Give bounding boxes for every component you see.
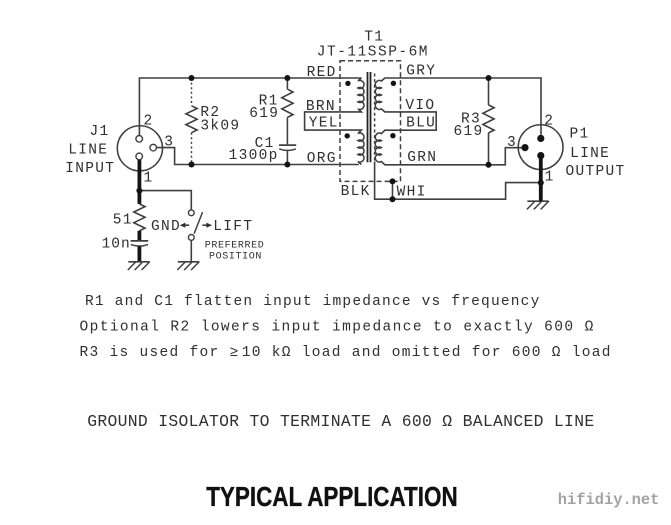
svg-text:ORG: ORG	[307, 151, 337, 167]
svg-text:J1: J1	[90, 124, 110, 140]
svg-text:P1: P1	[570, 127, 590, 143]
svg-text:GRN: GRN	[407, 150, 437, 166]
svg-text:R2: R2	[200, 105, 220, 121]
svg-text:Optional R2 lowers input imped: Optional R2 lowers input impedance to ex…	[80, 319, 595, 335]
svg-text:R1 and C1 flatten input impeda: R1 and C1 flatten input impedance vs fre…	[85, 294, 540, 310]
svg-text:C1: C1	[255, 136, 275, 152]
svg-text:INPUT: INPUT	[65, 161, 115, 177]
svg-text:LIFT: LIFT	[213, 219, 253, 235]
svg-text:LINE: LINE	[68, 143, 108, 159]
svg-text:BLK: BLK	[341, 184, 371, 200]
svg-text:hifidiy.net: hifidiy.net	[558, 491, 660, 509]
svg-text:LINE: LINE	[570, 146, 610, 162]
svg-text:YEL: YEL	[309, 115, 339, 131]
svg-text:619: 619	[249, 106, 279, 122]
svg-text:10n: 10n	[102, 237, 131, 253]
svg-text:619: 619	[454, 124, 484, 140]
svg-text:PREFERRED: PREFERRED	[205, 241, 265, 252]
svg-text:1300p: 1300p	[229, 148, 279, 164]
svg-text:2: 2	[144, 114, 154, 130]
svg-text:POSITION: POSITION	[209, 251, 262, 262]
svg-text:3: 3	[507, 135, 517, 151]
svg-text:1: 1	[144, 170, 154, 186]
svg-text:1: 1	[545, 169, 555, 185]
svg-text:BRN: BRN	[306, 99, 336, 115]
svg-text:R3 is used for ≥ 10 kΩ load an: R3 is used for ≥ 10 kΩ load and omitted …	[80, 345, 612, 361]
svg-text:GRY: GRY	[406, 63, 436, 79]
svg-text:3k09: 3k09	[200, 118, 240, 134]
svg-text:51: 51	[113, 212, 133, 228]
svg-text:TYPICAL APPLICATION: TYPICAL APPLICATION	[206, 480, 458, 512]
svg-text:OUTPUT: OUTPUT	[566, 164, 626, 180]
svg-text:GND: GND	[151, 219, 181, 235]
svg-text:2: 2	[544, 113, 554, 129]
svg-text:T1: T1	[364, 29, 384, 45]
svg-text:JT-11SSP-6M: JT-11SSP-6M	[317, 45, 429, 61]
svg-text:3: 3	[164, 134, 174, 150]
svg-text:GROUND ISOLATOR TO TERMINATE A: GROUND ISOLATOR TO TERMINATE A 600 Ω BAL…	[87, 412, 594, 431]
svg-text:R3: R3	[461, 111, 481, 127]
svg-text:R1: R1	[259, 93, 279, 109]
svg-text:BLU: BLU	[406, 116, 436, 132]
svg-text:VIO: VIO	[405, 98, 435, 114]
svg-text:WHI: WHI	[397, 184, 427, 200]
svg-text:RED: RED	[307, 65, 337, 81]
